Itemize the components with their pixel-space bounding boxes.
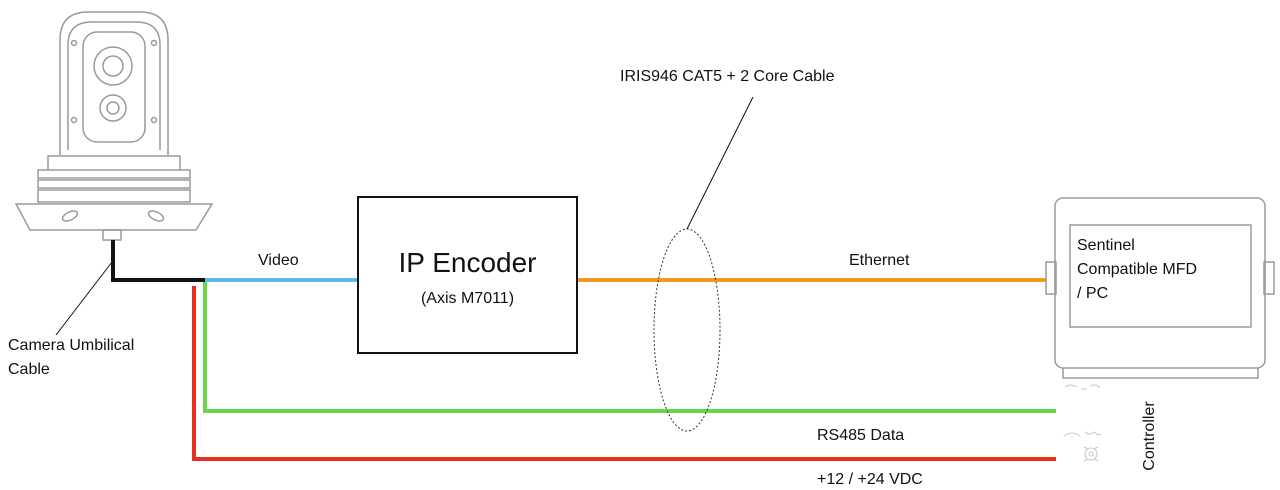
rs485-line bbox=[203, 282, 1056, 413]
encoder-title: IP Encoder bbox=[398, 247, 537, 278]
umbilical-cable bbox=[111, 240, 205, 282]
cable-note-leader bbox=[686, 96, 754, 230]
joystick-controller-icon bbox=[1063, 384, 1102, 462]
power-line bbox=[192, 286, 1056, 461]
ethernet-label: Ethernet bbox=[849, 252, 910, 269]
encoder-model: (Axis M7011) bbox=[420, 290, 515, 307]
ip-encoder-box bbox=[357, 196, 578, 354]
video-label: Video bbox=[258, 252, 299, 269]
power-label: +12 / +24 VDC bbox=[817, 471, 923, 488]
rs485-label: RS485 Data bbox=[817, 427, 905, 444]
display-label-line3: / PC bbox=[1077, 285, 1109, 302]
umbilical-label-line2: Cable bbox=[8, 361, 50, 378]
umbilical-label-line1: Camera Umbilical bbox=[8, 337, 135, 354]
cable-bundle-marker bbox=[653, 228, 721, 432]
ptz-camera-icon bbox=[14, 11, 214, 241]
controller-label: Controller bbox=[1141, 401, 1158, 471]
display-label-line2: Compatible MFD bbox=[1077, 261, 1198, 278]
umbilical-leader bbox=[55, 261, 113, 336]
display-label-line1: Sentinel bbox=[1077, 237, 1135, 254]
mfd-display-icon bbox=[1045, 197, 1275, 379]
cable-note-label: IRIS946 CAT5 + 2 Core Cable bbox=[620, 68, 835, 85]
